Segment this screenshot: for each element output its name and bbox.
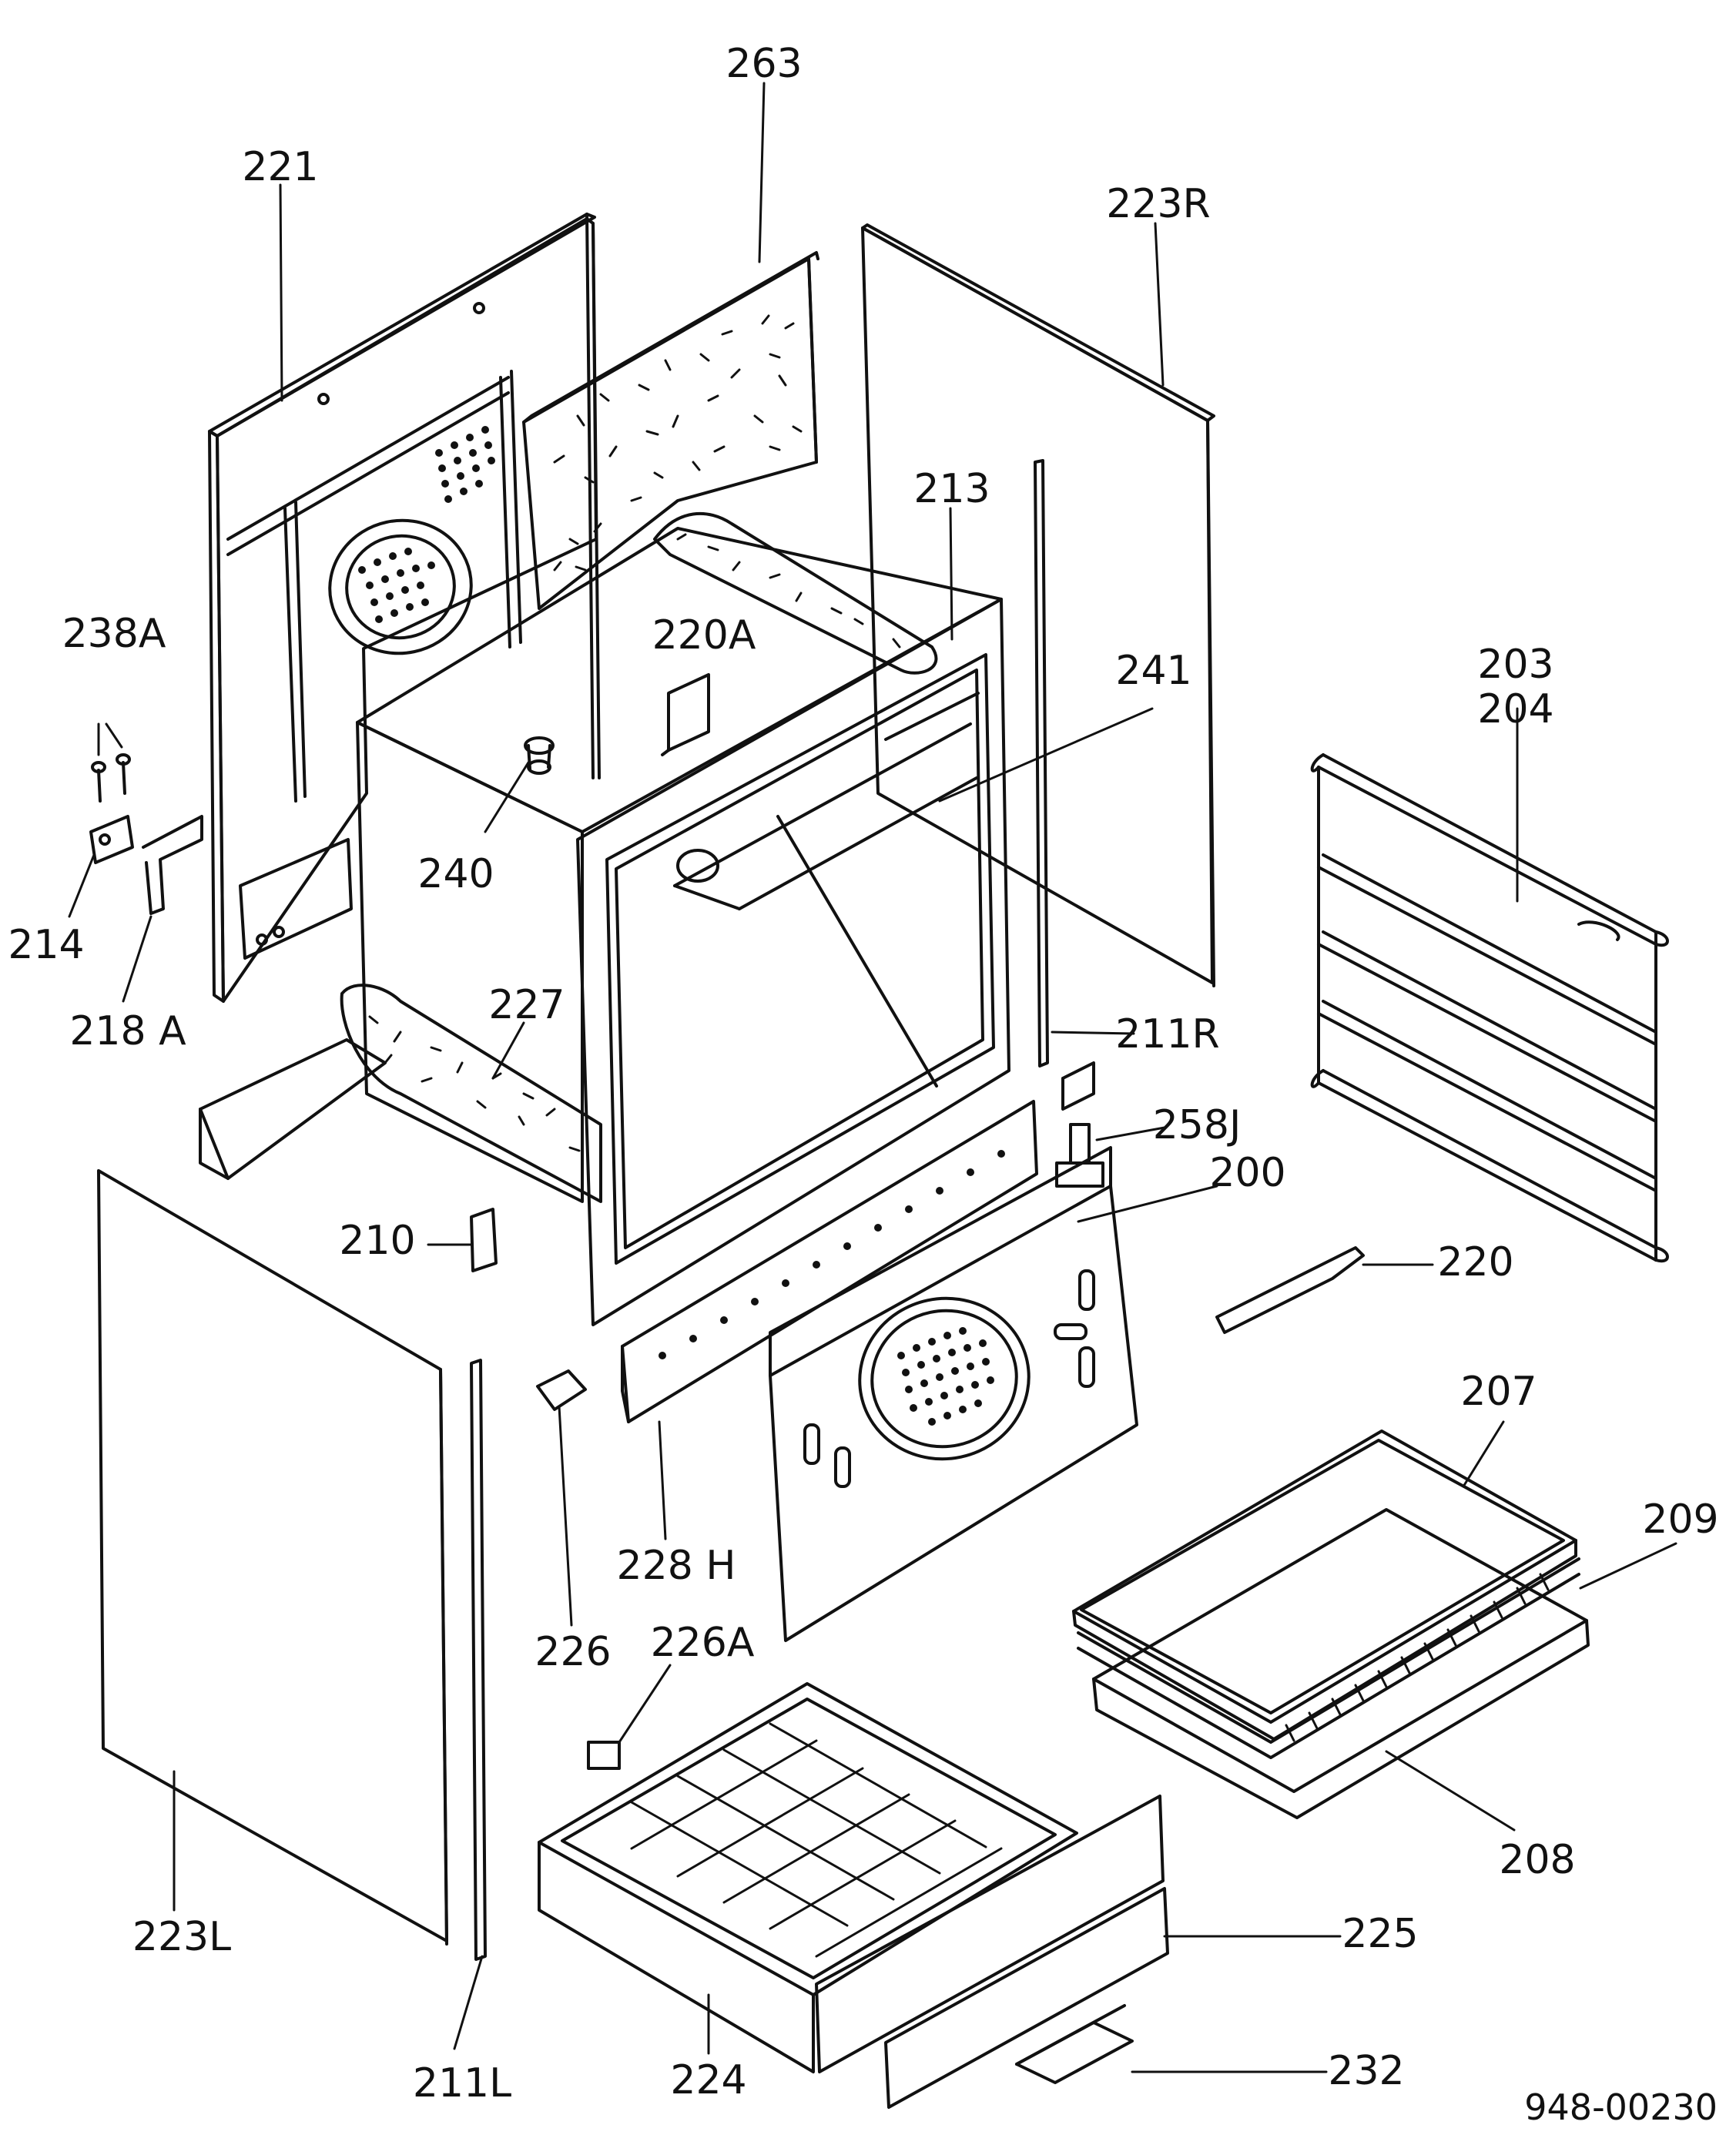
label-213: 213 [913,466,990,512]
label-208: 208 [1499,1837,1575,1883]
shelf-rack-203-204 [1310,753,1669,1263]
trim-strip-211R [1034,459,1049,1068]
label-258J: 258J [1153,1102,1242,1148]
back-panel-vent-holes [358,426,495,623]
label-224: 224 [670,2057,746,2103]
clip-210 [470,1208,498,1272]
oven-cavity-213 [356,527,1010,1326]
label-218A: 218 A [69,1008,186,1054]
label-220A: 220A [652,612,756,659]
bracket-220A [661,673,710,756]
base-plate [199,1038,387,1180]
stud-240 [524,736,555,775]
control-panel-holes [659,1150,1005,1359]
latch-220 [1215,1246,1365,1334]
drip-pan-208 [1092,1508,1590,1819]
label-238A: 238A [62,611,166,657]
screw-238A [91,753,131,803]
label-204: 204 [1477,686,1553,732]
grill-rack-209 [1077,1557,1580,1759]
label-223R: 223R [1106,181,1210,227]
bracket-258J [1055,1061,1104,1188]
leader-lines [68,82,1677,2073]
drawer-runner-232 [1015,2004,1134,2084]
baking-tray-207 [1072,1429,1577,1741]
drawer-front-225 [815,1795,1165,2073]
part-labels: 263 221 223R 213 238A 220A 241 203 204 2… [8,41,1718,2107]
label-263: 263 [726,41,802,87]
label-211L: 211L [413,2060,511,2107]
fan-cover-200 [769,1146,1138,1642]
insulation-263 [522,251,819,610]
label-227: 227 [488,982,565,1028]
storage-drawer-224 [538,1682,1078,2073]
label-211R: 211R [1115,1011,1219,1057]
label-228H: 228 H [617,1543,736,1589]
insulation-top-roll [653,511,938,675]
label-221: 221 [242,144,318,190]
label-223L: 223L [132,1914,231,1960]
label-241: 241 [1115,648,1191,694]
label-226A: 226A [651,1620,755,1666]
label-225: 225 [1342,1911,1418,1957]
control-panel-228H [621,1100,1038,1423]
label-210: 210 [339,1218,415,1264]
fan-cover-vent-holes [897,1327,994,1426]
label-226: 226 [535,1629,611,1675]
hinge-214 [89,815,134,864]
drawing-number: 948-00230 [1524,2086,1718,2128]
label-209: 209 [1642,1497,1718,1543]
trim-strip-211L [470,1359,487,1961]
label-240: 240 [417,851,494,897]
insulation-227 [340,984,602,1203]
lock-226A [587,1741,621,1770]
label-214: 214 [8,922,84,968]
side-panel-223L [97,1169,448,1946]
back-panel-221 [208,213,601,1003]
clip-226 [536,1369,587,1411]
label-220: 220 [1437,1239,1513,1285]
label-207: 207 [1460,1369,1537,1415]
drawer-front-panel [884,1887,1169,2109]
label-232: 232 [1328,2048,1404,2094]
label-200: 200 [1209,1150,1285,1196]
label-203: 203 [1477,642,1553,688]
bracket-218A [142,815,203,915]
side-panel-223R [861,223,1215,987]
